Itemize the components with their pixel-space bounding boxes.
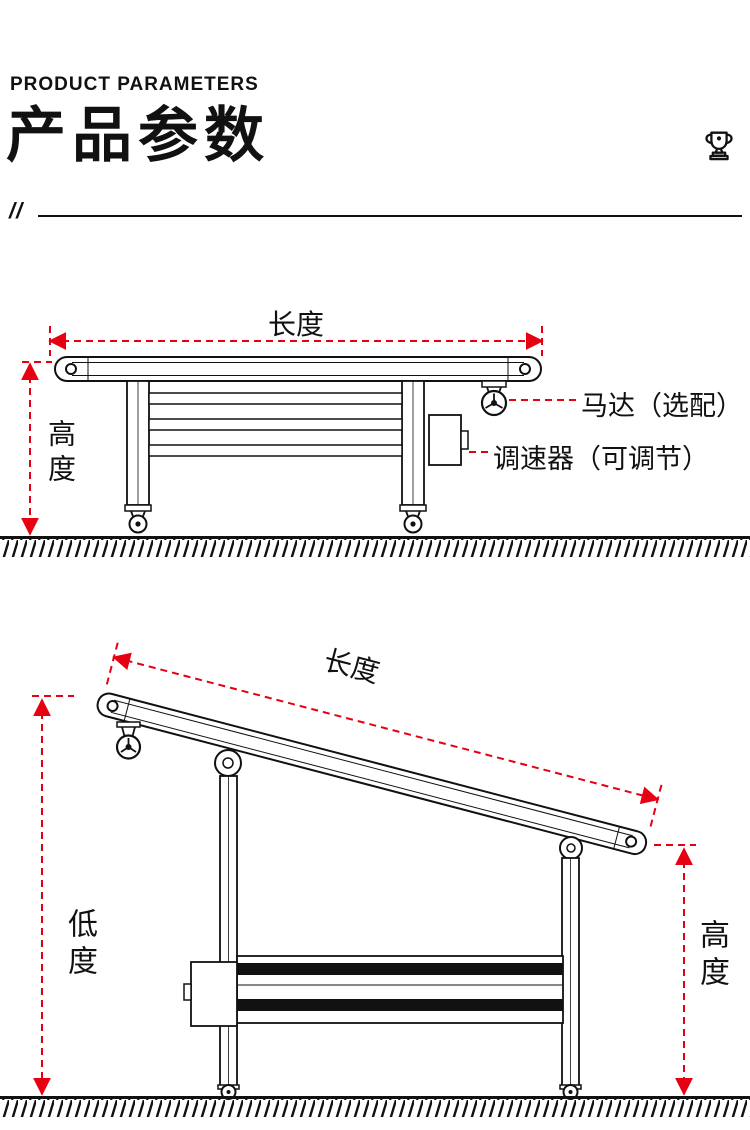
section-eyebrow: PRODUCT PARAMETERS xyxy=(10,74,259,95)
incline-height-label: 高度 xyxy=(695,919,728,993)
incline-low-label: 低度 xyxy=(63,908,96,982)
ground-flat xyxy=(0,536,750,557)
incline-low-dimension xyxy=(32,695,74,1096)
incline-conveyor-drawing xyxy=(96,692,648,1100)
ground-incline xyxy=(0,1096,750,1117)
motor-label: 马达（选配） xyxy=(581,391,743,421)
flat-height-label: 高度 xyxy=(45,419,76,489)
page-title: 产品参数 xyxy=(6,102,270,169)
ground-hatch xyxy=(0,1099,750,1117)
incline-motor-wheel xyxy=(115,721,142,760)
flat-length-dimension xyxy=(48,326,544,356)
flat-height-dimension xyxy=(21,361,52,536)
trophy-icon xyxy=(700,127,738,165)
motor-wheel xyxy=(480,380,508,417)
caster-wheel-right xyxy=(399,504,427,534)
lower-conveyor-section xyxy=(236,955,564,1024)
incline-length-dimension xyxy=(105,642,663,829)
ground-hatch xyxy=(0,539,750,557)
incline-height-dimension xyxy=(654,844,696,1096)
caster-wheel-left xyxy=(124,504,152,534)
controller-label: 调速器（可调节） xyxy=(493,444,709,474)
flat-length-label: 长度 xyxy=(267,309,324,340)
divider-slashes: // xyxy=(9,198,24,223)
speed-controller-box xyxy=(428,414,469,466)
incline-motor-box xyxy=(183,961,238,1027)
divider-line xyxy=(38,215,742,217)
flat-conveyor-drawing xyxy=(54,356,542,534)
